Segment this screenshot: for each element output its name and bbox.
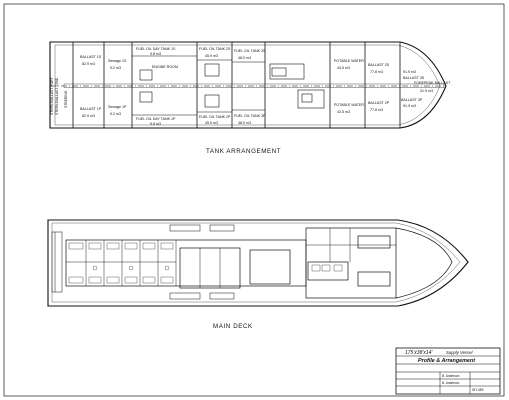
- tank-volume: 91.9 m3: [403, 70, 416, 74]
- tank-label: FUEL OIL TANK 3P: [234, 114, 266, 118]
- vessel-type: Supply Vessel: [446, 350, 473, 355]
- tank-volume: 9.8 m3: [150, 52, 161, 56]
- title-block-drawing-no: INT-459: [472, 388, 484, 392]
- vessel-dimensions: 175'x38'x14': [405, 350, 433, 356]
- tank-label: FOREPEAK BALLAST: [414, 81, 451, 85]
- tank-label: FUEL OIL DAY TANK 1P: [136, 117, 176, 121]
- tank-volume: 48.0 m3: [238, 56, 251, 60]
- tank-label: BALLAST 2P: [368, 101, 390, 105]
- sheet-border: [3, 3, 505, 397]
- tank-volume: 43.5 m3: [337, 110, 350, 114]
- tank-volume: 82.9 m3: [82, 114, 95, 118]
- tank-volume: 82.9 m3: [82, 62, 95, 66]
- tank-label: FUEL OIL DAY TANK 1S: [136, 47, 176, 51]
- main-deck-caption: MAIN DECK: [213, 323, 253, 330]
- tank-arrangement-plan: STERN BALLAST STBD STERN BALLAST PORT ST…: [49, 41, 451, 155]
- tank-volume: 77.8 m3: [370, 70, 383, 74]
- tank-volume: 45.9 m3: [205, 54, 218, 58]
- tank-volume: 91.9 m3: [403, 104, 416, 108]
- title-block: 175'x38'x14' Supply Vessel Profile & Arr…: [395, 347, 501, 395]
- stern-ballast-port-label: STERN BALLAST PORT: [50, 77, 54, 115]
- stern-ballast-stbd-label: STERN BALLAST STBD: [55, 77, 59, 115]
- tank-volume: 48.0 m3: [238, 121, 251, 125]
- tank-label: BALLAST 3P: [401, 98, 423, 102]
- main-deck-plan: MAIN DECK: [47, 219, 469, 330]
- tank-volume: 43.5 m3: [337, 66, 350, 70]
- tank-arrangement-caption: TANK ARRANGEMENT: [206, 148, 281, 155]
- tank-label: POTABLE WATER: [334, 59, 364, 63]
- tank-volume: 9.2 m3: [110, 66, 121, 70]
- tank-label: POTABLE WATER: [334, 103, 364, 107]
- tank-hull-outline: [49, 41, 447, 129]
- title-block-drawn-by: B. Anderson: [442, 374, 460, 378]
- sheet-title: Profile & Arrangement: [418, 358, 475, 364]
- tank-label: Sewage 1P: [108, 105, 127, 109]
- main-deck-hull-outline: [47, 219, 469, 307]
- tank-label: BALLAST 1P: [80, 107, 102, 111]
- tank-volume: 9.8 m3: [150, 122, 161, 126]
- steering-label: STEERING: [64, 90, 68, 108]
- tank-volume: 31.9 m3: [420, 89, 433, 93]
- tank-label: FUEL OIL TANK 3S: [234, 49, 266, 53]
- tank-label: FUEL OIL TANK 2P: [199, 115, 231, 119]
- tank-label: BALLAST 2S: [368, 63, 390, 67]
- tank-label: BALLAST 3S: [403, 76, 425, 80]
- tank-label: BALLAST 1S: [80, 55, 102, 59]
- tank-label: Sewage 1S: [108, 59, 127, 63]
- title-block-checked-by: B. Anderson: [442, 381, 460, 385]
- tank-volume: 77.8 m3: [370, 108, 383, 112]
- tank-volume: 9.2 m3: [110, 112, 121, 116]
- engine-room-label: ENGINE ROOM: [152, 65, 178, 69]
- tank-volume: 45.9 m3: [205, 121, 218, 125]
- tank-label: FUEL OIL TANK 2S: [199, 47, 231, 51]
